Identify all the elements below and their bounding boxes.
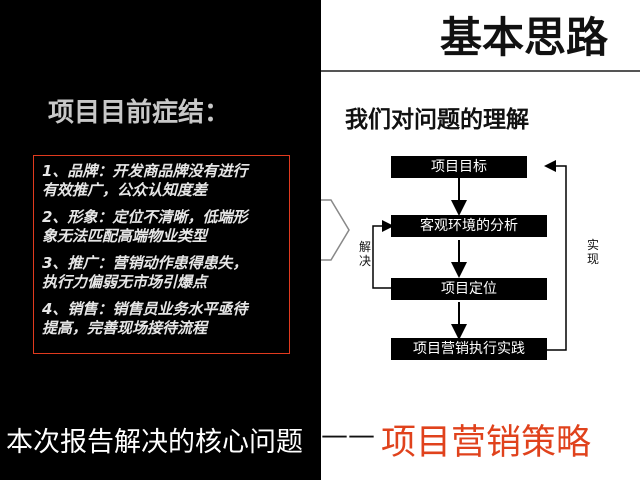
title-divider xyxy=(321,70,640,72)
symptom-line: 象无法匹配高端物业类型 xyxy=(42,227,208,245)
flow-node-environment-analysis: 客观环境的分析 xyxy=(391,215,547,237)
symptom-line: 4、销售：销售员业务水平亟待 xyxy=(42,300,248,318)
symptom-line: 1、品牌：开发商品牌没有进行 xyxy=(42,162,248,180)
marketing-strategy-label: 项目营销策略 xyxy=(381,423,592,463)
solve-label: 解决 xyxy=(358,240,371,268)
transition-chevron-icon xyxy=(321,199,350,261)
symptom-line: 有效推广，公众认知度差 xyxy=(42,181,208,199)
left-panel xyxy=(0,0,321,480)
flow-node-positioning: 项目定位 xyxy=(391,278,547,300)
realize-label: 实现 xyxy=(586,238,599,266)
symptom-line: 执行力偏弱无市场引爆点 xyxy=(42,273,208,291)
flow-node-execution: 项目营销执行实践 xyxy=(391,338,547,360)
symptom-line: 提高，完善现场接待流程 xyxy=(42,319,208,337)
symptom-line: 3、推广：营销动作患得患失， xyxy=(42,254,248,272)
symptoms-box: 1、品牌：开发商品牌没有进行 有效推广，公众认知度差 2、形象：定位不清晰，低端… xyxy=(33,155,290,354)
solve-loop-arrow xyxy=(372,220,394,289)
symptoms-heading: 项目目前症结： xyxy=(48,98,231,128)
symptom-line: 2、形象：定位不清晰，低端形 xyxy=(42,208,248,226)
realize-loop-arrow xyxy=(544,160,567,351)
connector-dash: —— xyxy=(321,420,375,451)
flow-node-goal: 项目目标 xyxy=(391,156,527,178)
flowchart-connectors xyxy=(321,160,567,351)
core-question-label: 本次报告解决的核心问题 xyxy=(6,427,303,458)
page-title: 基本思路 xyxy=(440,13,609,62)
understanding-heading: 我们对问题的理解 xyxy=(345,107,529,133)
